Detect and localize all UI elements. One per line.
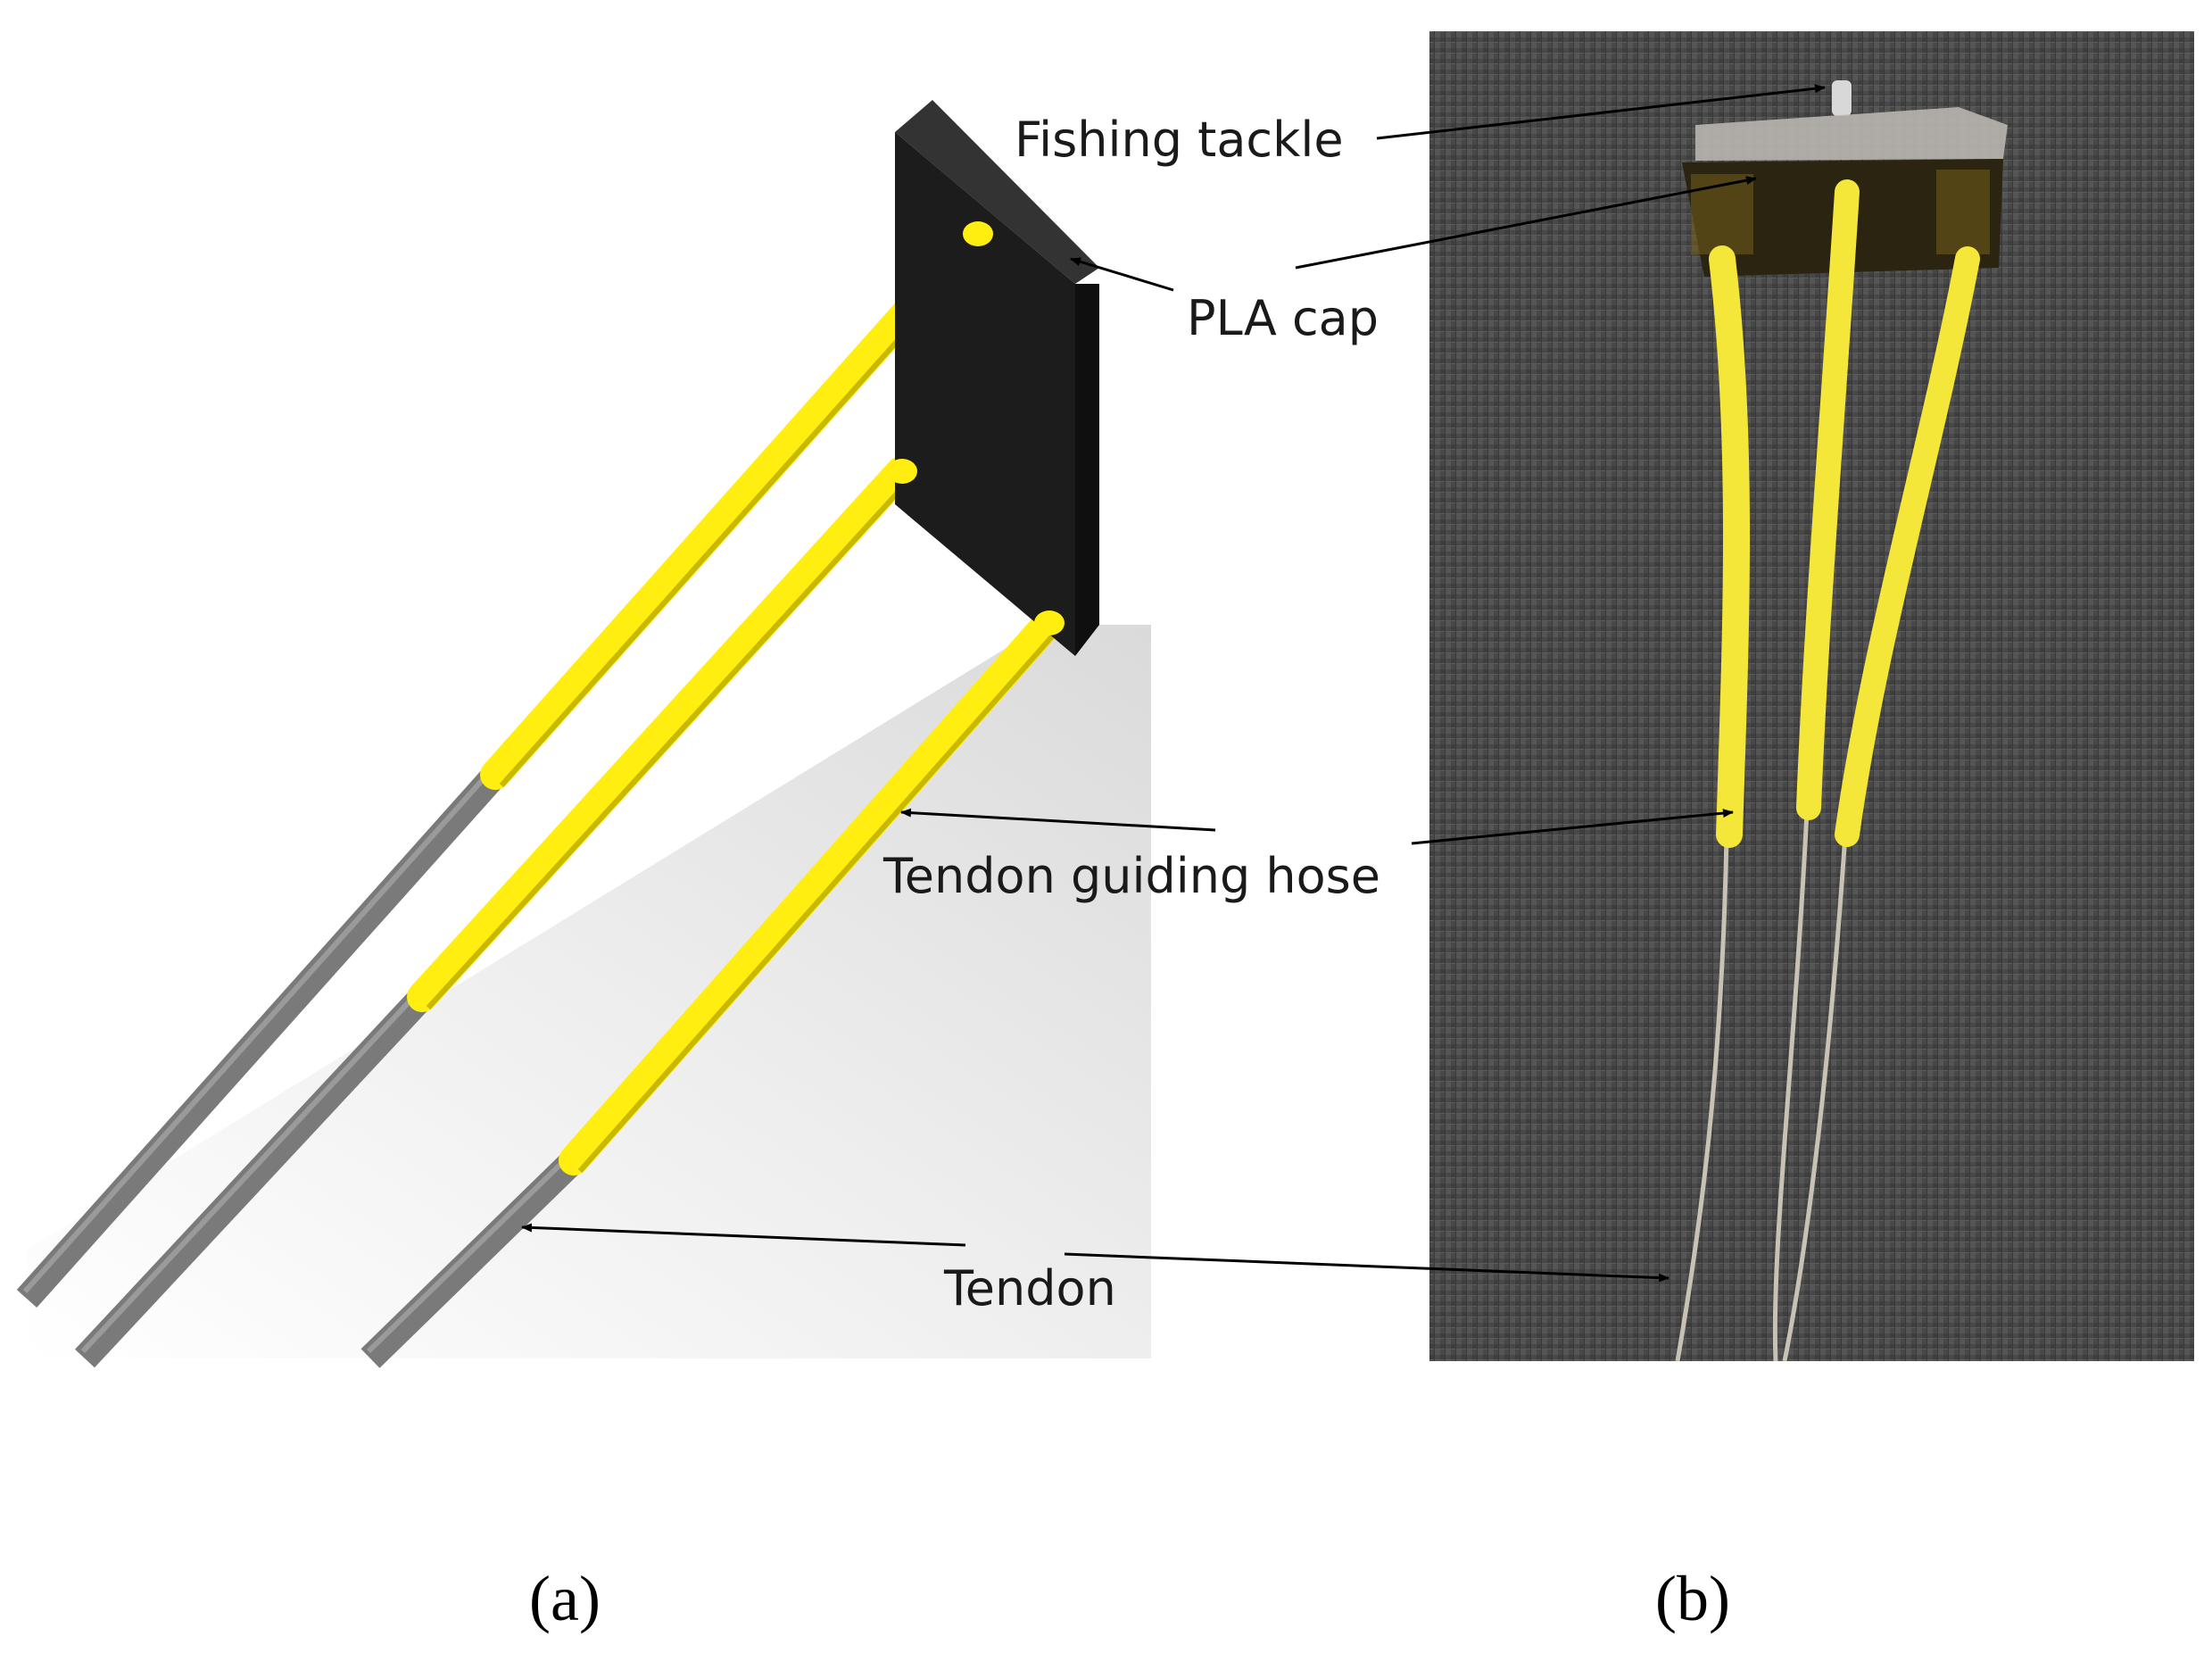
callout-labels: Fishing tackle PLA cap Tendon guiding ho… [882, 112, 1380, 1317]
pla-cap-top [895, 100, 1099, 284]
hose-2-end [887, 459, 917, 484]
panel-a-render [16, 100, 1151, 1368]
cap-transparent-top [1695, 107, 2008, 161]
hose-1-end [963, 221, 993, 246]
label-tendon: Tendon [943, 1260, 1116, 1317]
photo-tendon-middle [1772, 811, 1810, 1362]
pla-cap-side [1075, 284, 1099, 656]
tendon-rod-1-highlight [22, 766, 496, 1293]
caption-b: (b) [1655, 1563, 1730, 1634]
tendon-rod-3-highlight [366, 1150, 575, 1354]
arrow-pla-cap-left [1070, 257, 1174, 292]
photo-pla-cap-tint-right [1936, 170, 1990, 254]
tendon-rod-2-highlight [80, 987, 423, 1354]
photo-pla-cap-tint-left [1691, 174, 1753, 254]
label-pla-cap: PLA cap [1187, 290, 1379, 346]
guiding-hose-3 [559, 608, 1064, 1175]
guiding-hose-2 [407, 456, 916, 1012]
arrow-tendon-right [1064, 1252, 1669, 1283]
photo-tendon-right [1782, 834, 1848, 1362]
guiding-hose-2-shade [426, 481, 908, 1010]
label-tendon-guiding-hose: Tendon guiding hose [882, 848, 1380, 904]
panel-b-photo [1429, 31, 2194, 1362]
caption-a: (a) [529, 1563, 601, 1634]
photo-hose-right [1835, 246, 1980, 847]
arrow-fishing-tackle [1376, 84, 1826, 140]
callout-arrows [521, 84, 1826, 1283]
pla-cap-face [895, 132, 1075, 656]
photo-hose-middle [1796, 179, 1860, 820]
arrow-hose-right [1411, 809, 1734, 845]
photo-tendon-left [1675, 834, 1729, 1362]
hose-3-end [1034, 611, 1065, 635]
fishing-tackle [1832, 80, 1852, 116]
arrow-pla-cap-right [1295, 176, 1757, 270]
arrow-hose-left [900, 808, 1216, 832]
guiding-hose-3-shade [577, 634, 1056, 1173]
label-fishing-tackle: Fishing tackle [1015, 112, 1344, 168]
tendon-rod-3 [360, 1150, 584, 1368]
arrow-tendon-left [521, 1223, 966, 1247]
tendon-rod-2 [75, 987, 432, 1368]
photo-hose-left [1709, 245, 1750, 848]
tendon-rod-1 [16, 766, 506, 1308]
